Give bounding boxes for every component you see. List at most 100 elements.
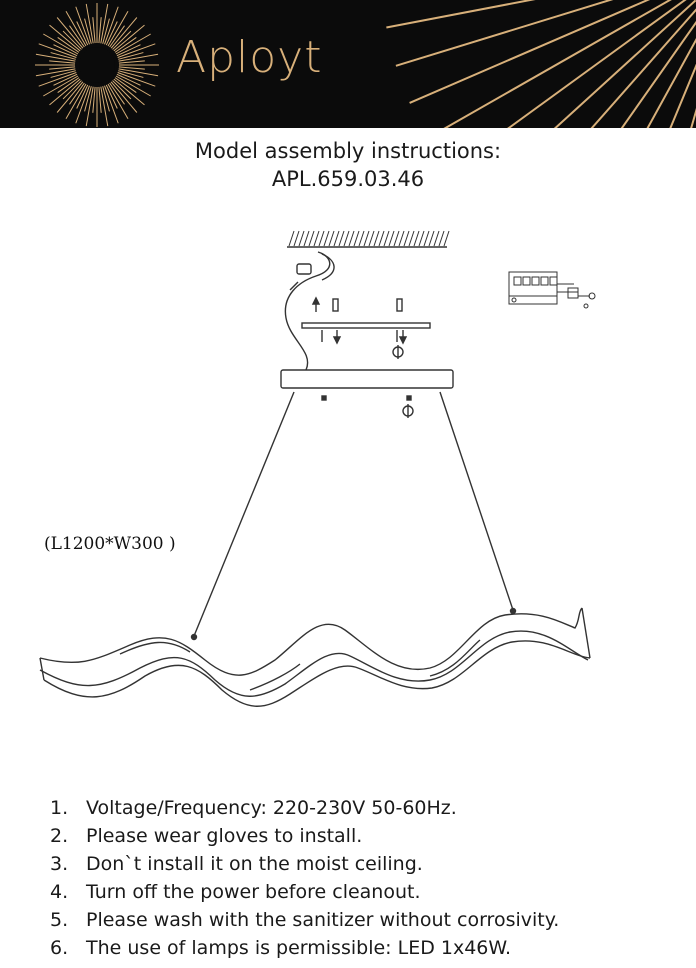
- sun-ray: [114, 37, 137, 53]
- assembly-drawing: [39, 230, 596, 707]
- sun-ray: [109, 82, 125, 105]
- sun-ray: [116, 44, 141, 57]
- sun-ray: [116, 73, 141, 86]
- sun-ray: [118, 52, 144, 60]
- wave-lamp-body: [39, 607, 591, 707]
- sun-ray: [62, 80, 82, 100]
- sun-ray: [112, 80, 132, 100]
- instruction-item: 4. Turn off the power before cleanout.: [50, 878, 559, 906]
- sun-ray: [57, 37, 80, 53]
- sun-ray: [85, 86, 94, 127]
- sun-ray: [75, 85, 90, 124]
- instruction-text: Don`t install it on the moist ceiling.: [86, 853, 423, 875]
- sun-ray: [118, 60, 145, 64]
- instruction-number: 5.: [50, 909, 69, 931]
- sun-ray: [35, 68, 76, 77]
- instruction-text: Turn off the power before cleanout.: [86, 881, 421, 903]
- instruction-item: 6. The use of lamps is permissible: LED 1…: [50, 934, 559, 962]
- suspension-cable-right: [439, 391, 514, 611]
- sun-ray: [110, 81, 138, 113]
- sun-ray: [43, 75, 79, 97]
- brand-logo: Aployt: [176, 32, 323, 83]
- screw-icon: [332, 298, 339, 312]
- instruction-item: 2. Please wear gloves to install.: [50, 822, 559, 850]
- sun-ray: [53, 73, 78, 86]
- sun-ray: [57, 77, 80, 93]
- sun-ray: [107, 83, 129, 119]
- sun-ray: [118, 68, 159, 77]
- wiring-diagram: [508, 271, 596, 309]
- sun-ray: [553, 0, 696, 128]
- sun-ray: [49, 60, 76, 64]
- sun-ray: [109, 25, 125, 48]
- sun-ray: [92, 86, 96, 113]
- instructions-list: 1.Voltage/Frequency: 220-230V 50-60Hz.2.…: [50, 794, 559, 962]
- sun-core: [79, 47, 115, 83]
- sun-ray: [65, 83, 87, 119]
- sun-ray: [118, 66, 145, 70]
- sun-ray: [395, 0, 614, 67]
- sun-ray: [53, 44, 78, 57]
- sun-ray: [35, 53, 76, 62]
- instruction-number: 6.: [50, 937, 69, 959]
- sun-ray: [69, 25, 85, 48]
- instruction-number: 4.: [50, 881, 69, 903]
- sun-ray: [118, 53, 159, 62]
- sun-ray: [105, 84, 118, 109]
- sun-ray: [113, 24, 145, 52]
- sun-ray: [409, 0, 651, 104]
- sun-ray: [75, 6, 90, 45]
- instruction-text: The use of lamps is permissible: LED 1x4…: [86, 937, 512, 959]
- sun-ray: [115, 75, 151, 97]
- sun-ray: [115, 33, 151, 55]
- model-number: APL.659.03.46: [271, 167, 425, 191]
- sun-ray: [620, 20, 696, 128]
- sun-ray: [76, 21, 89, 46]
- sun-ray: [114, 77, 137, 93]
- sun-ray: [38, 72, 77, 87]
- sun-ray: [98, 17, 102, 44]
- ceiling-hatch: [288, 230, 450, 247]
- sun-ray: [43, 33, 79, 55]
- sun-ray: [49, 66, 76, 70]
- sun-ray: [112, 30, 132, 50]
- instruction-item: 1.Voltage/Frequency: 220-230V 50-60Hz.: [50, 794, 559, 822]
- sunburst-decoration: [35, 0, 696, 128]
- sun-ray: [102, 86, 110, 112]
- sun-ray: [65, 11, 87, 47]
- sun-ray: [118, 70, 144, 78]
- sun-ray: [62, 30, 82, 50]
- sun-ray: [38, 43, 77, 58]
- header-banner: Aployt: [0, 0, 696, 128]
- instruction-text: Please wash with the sanitizer without c…: [86, 909, 560, 931]
- sun-ray: [102, 18, 110, 44]
- sun-ray: [84, 86, 92, 112]
- sun-ray: [49, 78, 81, 106]
- instruction-text: Please wear gloves to install.: [86, 825, 363, 847]
- mounting-plate: [301, 322, 431, 329]
- sun-ray: [69, 82, 85, 105]
- sun-ray: [507, 0, 687, 128]
- sun-ray: [105, 21, 118, 46]
- sun-ray: [117, 72, 156, 87]
- instruction-text: Voltage/Frequency: 220-230V 50-60Hz.: [86, 797, 457, 819]
- sun-ray: [84, 18, 92, 44]
- document-title: Model assembly instructions:: [194, 139, 502, 163]
- sun-ray: [386, 0, 536, 29]
- sun-ray: [49, 24, 81, 52]
- instruction-item: 5. Please wash with the sanitizer without…: [50, 906, 559, 934]
- suspension-cable-left: [193, 391, 295, 637]
- sun-ray: [104, 6, 119, 45]
- sun-ray: [50, 52, 76, 60]
- dimensions-label: (L1200*W300 ): [44, 534, 176, 554]
- sun-ray: [98, 86, 102, 113]
- sun-ray: [85, 3, 94, 44]
- sun-ray: [110, 17, 138, 49]
- sun-ray: [443, 0, 672, 128]
- instruction-number: 2.: [50, 825, 69, 847]
- sun-ray: [113, 78, 145, 106]
- sun-ray: [56, 17, 84, 49]
- screw-icon: [396, 298, 403, 312]
- sun-ray: [590, 8, 696, 128]
- sun-ray: [117, 43, 156, 58]
